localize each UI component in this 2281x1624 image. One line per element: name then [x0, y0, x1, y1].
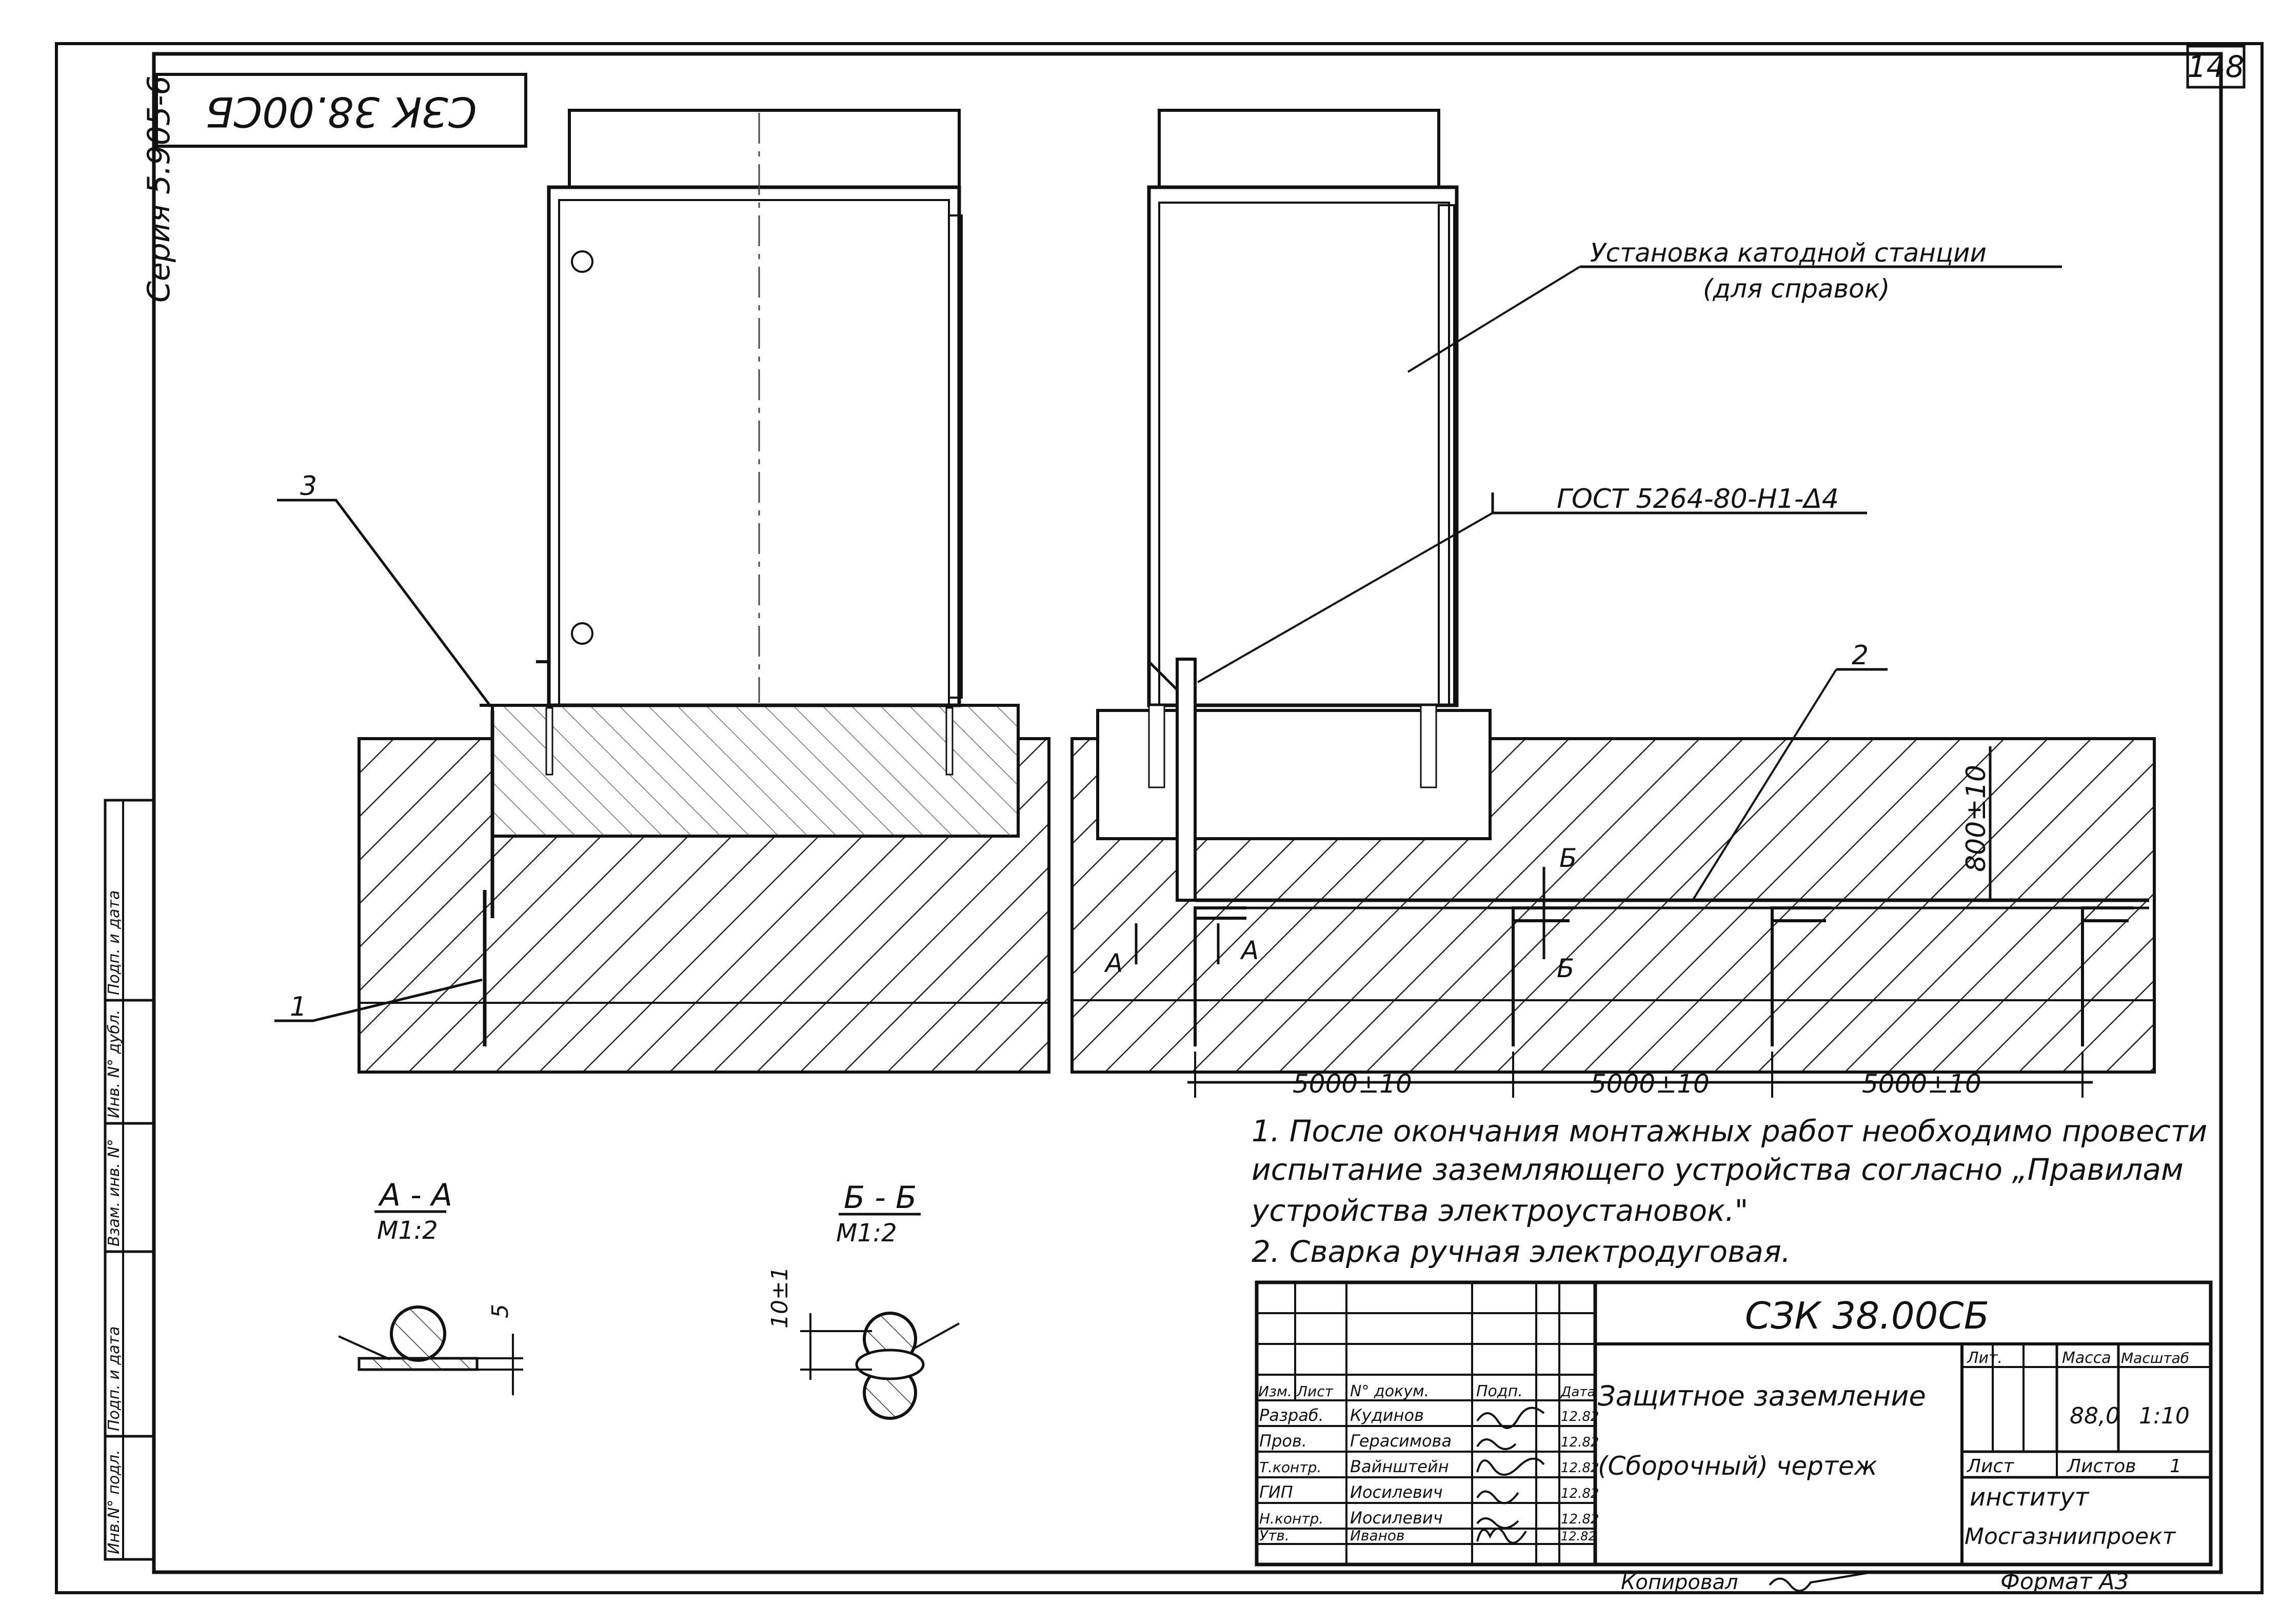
- note-line-1: 1. После окончания монтажных работ необх…: [1252, 1114, 2207, 1148]
- note-line-2: испытание заземляющего устройства соглас…: [1252, 1152, 2184, 1187]
- detail-bb-scale: М1:2: [836, 1219, 897, 1247]
- tb-date-5: 12.82: [1561, 1512, 1599, 1527]
- tb-role-4: ГИП: [1259, 1482, 1293, 1502]
- detail-aa-scale: М1:2: [377, 1216, 438, 1245]
- tb-subtitle: (Сборочный) чертеж: [1598, 1451, 1877, 1481]
- tb-date-1: 12.82: [1561, 1409, 1599, 1424]
- ground-rod-2: [1512, 906, 1575, 1046]
- callout-station: Установка катодной станции: [1590, 238, 1987, 268]
- tb-role-6: Утв.: [1259, 1527, 1290, 1544]
- margin-label-5: Подп. и дата: [105, 890, 123, 995]
- margin-label-2: Подп. и дата: [105, 1326, 123, 1431]
- tb-role-5: Н.контр.: [1259, 1510, 1323, 1527]
- detail-aa-title: А - А: [378, 1177, 452, 1213]
- signature-5: [1476, 1517, 1519, 1529]
- tb-date-2: 12.82: [1561, 1435, 1599, 1450]
- tb-sheets-label: Листов: [2066, 1456, 2136, 1477]
- left-margin-stamp: Инв.N° подл. Подп. и дата Взам. инв. N° …: [104, 799, 155, 1561]
- callout-3-label: 3: [300, 471, 317, 502]
- note-line-4: 2. Сварка ручная электродуговая.: [1252, 1234, 1791, 1269]
- signature-3: [1476, 1457, 1545, 1476]
- spacing-dim-2: 5000±10: [1590, 1069, 1710, 1099]
- margin-label-3: Взам. инв. N°: [105, 1139, 123, 1246]
- detail-aa: А - А М1:2 5: [338, 1177, 523, 1395]
- detail-bb-title: Б - Б: [844, 1180, 917, 1216]
- right-cabinet-top: [1158, 109, 1440, 189]
- notes: 1. После окончания монтажных работ необх…: [1251, 1114, 2207, 1269]
- tb-date-3: 12.82: [1561, 1460, 1599, 1476]
- signature-1: [1476, 1407, 1545, 1429]
- right-cabinet: [1147, 185, 1459, 707]
- tb-header-izm: Изм.: [1258, 1383, 1292, 1400]
- tb-name-6: Иванов: [1350, 1527, 1405, 1544]
- tb-name: Защитное заземление: [1598, 1380, 1926, 1412]
- section-mark-a-right: А: [1240, 936, 1259, 965]
- tb-sheets: 1: [2170, 1456, 2181, 1477]
- callout-weld-standard: ГОСТ 5264-80-Н1-Δ4: [1557, 484, 1839, 514]
- copied-signature: [1769, 1571, 1873, 1592]
- tb-name-1: Кудинов: [1350, 1405, 1424, 1425]
- tb-scale-label: Масштаб: [2121, 1350, 2189, 1366]
- detail-aa-dim: 5: [487, 1304, 513, 1318]
- ground-rod-3: [1771, 906, 1831, 1046]
- callout-1-label: 1: [290, 992, 307, 1022]
- tb-sheet-label: Лист: [1966, 1456, 2014, 1477]
- right-view: 800±10 А А Б Б 5000±10 5000±10 5000±10 У…: [1070, 109, 2156, 1099]
- sheet-number: 148: [2188, 49, 2245, 84]
- tb-header-doc: N° докум.: [1350, 1382, 1429, 1400]
- left-hinge-bottom: [571, 622, 593, 645]
- tb-org-1: институт: [1970, 1483, 2090, 1512]
- tb-scale: 1:10: [2139, 1403, 2190, 1429]
- tb-role-1: Разраб.: [1259, 1405, 1324, 1425]
- detail-bb: Б - Б М1:2 10±1: [767, 1180, 960, 1420]
- left-hinge-top: [571, 250, 593, 273]
- callout-station-note: (для справок): [1703, 274, 1890, 304]
- tb-name-2: Герасимова: [1350, 1431, 1452, 1451]
- detail-bb-dim: 10±1: [767, 1266, 793, 1329]
- depth-dimension: 800±10: [1961, 765, 1992, 872]
- ground-rod-4: [2081, 906, 2134, 1046]
- tb-code: СЗК 38.00СБ: [1745, 1294, 1989, 1337]
- note-line-3: устройства электроустановок.": [1251, 1193, 1748, 1228]
- tb-name-5: Иосилевич: [1350, 1508, 1443, 1528]
- outer-frame: [55, 42, 2264, 1594]
- tb-org-2: Мосгазниипроект: [1965, 1523, 2176, 1550]
- margin-label-1: Инв.N° подл.: [105, 1450, 123, 1554]
- tb-name-3: Вайнштейн: [1350, 1457, 1449, 1476]
- left-view: 3 1: [274, 109, 1050, 1074]
- ground-electrode-riser: [1176, 658, 1197, 902]
- left-cabinet: [547, 185, 961, 707]
- copied-label: Копировал: [1621, 1571, 1738, 1594]
- spacing-dim-1: 5000±10: [1293, 1069, 1412, 1099]
- signature-2: [1476, 1438, 1517, 1450]
- signature-4: [1476, 1490, 1519, 1504]
- signature-6: [1476, 1528, 1527, 1544]
- title-block: Изм. Лист N° докум. Подп. Дата Разраб. К…: [1255, 1280, 2213, 1567]
- left-cabinet-top: [568, 109, 961, 189]
- series-label: Серия 5.905-6: [141, 75, 177, 303]
- section-mark-b-bottom: Б: [1557, 954, 1574, 983]
- callout-2-label: 2: [1852, 640, 1869, 671]
- tb-role-3: Т.контр.: [1259, 1459, 1321, 1476]
- tb-lit-label: Лит.: [1967, 1349, 2002, 1367]
- top-stamp: СЗК 38.00СБ: [205, 88, 477, 135]
- tb-mass: 88,0: [2070, 1403, 2120, 1429]
- format-label: Формат А3: [2000, 1569, 2129, 1595]
- top-stamp-box: [155, 73, 527, 148]
- sheet-number-box: [2186, 45, 2246, 89]
- section-mark-a-left: А: [1104, 948, 1123, 978]
- tb-header-sign: Подп.: [1476, 1382, 1523, 1400]
- tb-role-2: Пров.: [1259, 1431, 1307, 1451]
- ground-rod-1: [1194, 906, 1246, 1046]
- tb-header-list: Лист: [1296, 1383, 1334, 1400]
- tb-date-4: 12.82: [1561, 1486, 1599, 1501]
- tb-mass-label: Масса: [2062, 1349, 2111, 1367]
- section-mark-b-top: Б: [1559, 843, 1577, 873]
- tb-name-4: Иосилевич: [1350, 1482, 1443, 1502]
- tb-header-date: Дата: [1560, 1384, 1595, 1400]
- margin-label-4: Инв. N° дубл.: [105, 1010, 123, 1119]
- tb-date-6: 12.82: [1561, 1529, 1596, 1543]
- spacing-dim-3: 5000±10: [1862, 1069, 1981, 1099]
